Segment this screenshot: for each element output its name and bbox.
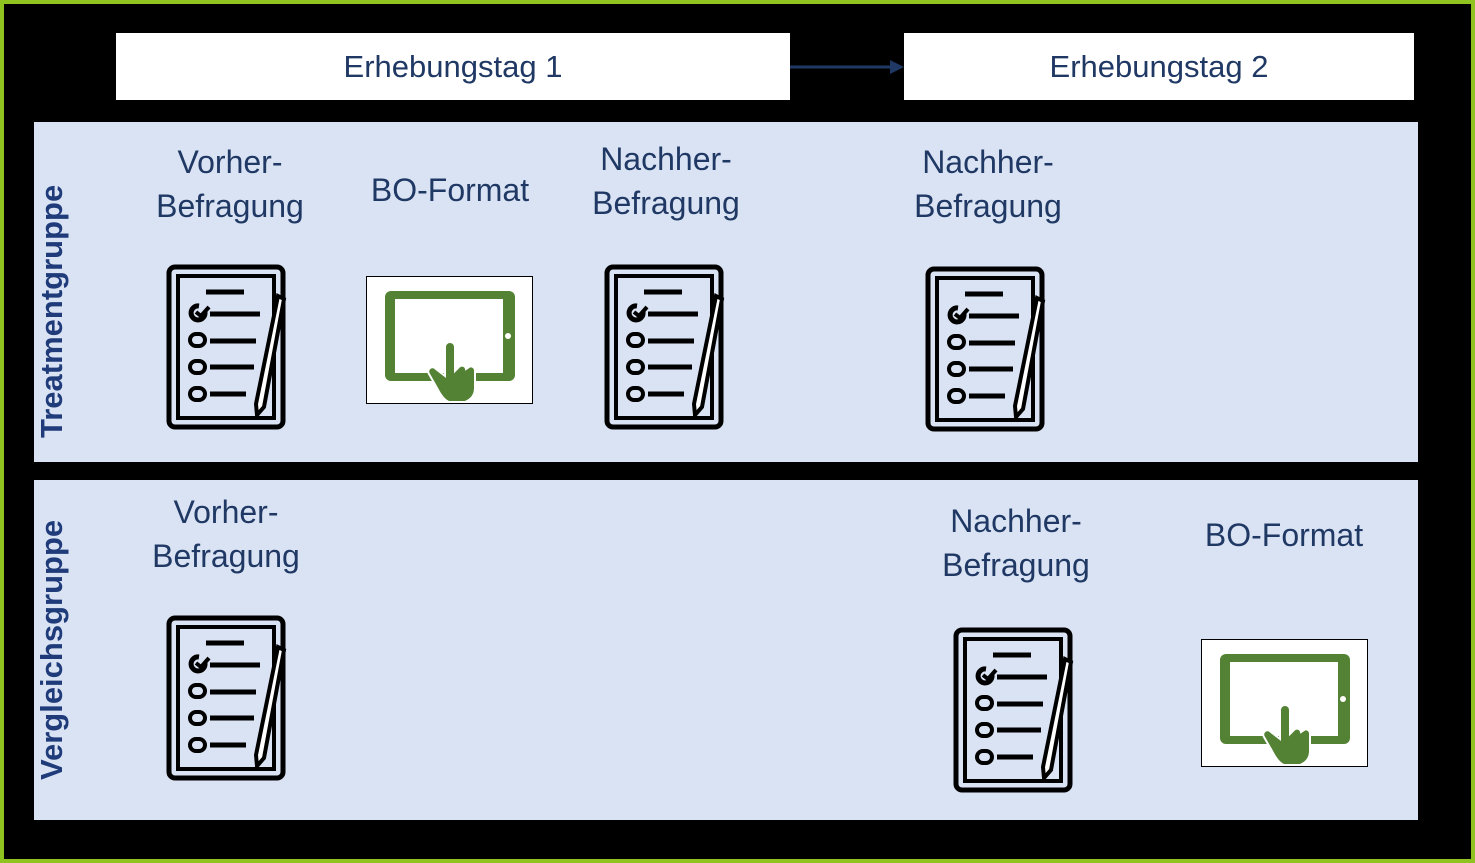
- tablet-touch-icon: [366, 276, 533, 404]
- checklist-icon: [604, 264, 726, 432]
- treatment-pre-survey-label: Vorher- Befragung: [156, 144, 304, 224]
- treatment-post-survey-day1-label: Nachher- Befragung: [592, 141, 740, 221]
- arrow-icon: [790, 60, 904, 74]
- checklist-icon: [953, 627, 1075, 795]
- comparison-panel: [34, 480, 1418, 820]
- checklist-icon: [166, 264, 288, 432]
- comparison-group-label: Vergleichsgruppe: [34, 519, 69, 780]
- checklist-icon: [166, 615, 288, 783]
- treatment-post-survey-day2-label: Nachher- Befragung: [914, 144, 1062, 224]
- comparison-post-survey-label: Nachher- Befragung: [942, 503, 1090, 583]
- day2-header: Erhebungstag 2: [904, 33, 1414, 100]
- checklist-icon: [925, 266, 1047, 434]
- treatment-bo-format-label: BO-Format: [370, 172, 530, 208]
- treatment-group-label: Treatmentgruppe: [34, 184, 69, 438]
- comparison-bo-format-label: BO-Format: [1204, 517, 1364, 553]
- day1-header: Erhebungstag 1: [116, 33, 790, 100]
- tablet-touch-icon: [1201, 639, 1368, 767]
- comparison-pre-survey-label: Vorher- Befragung: [152, 494, 300, 574]
